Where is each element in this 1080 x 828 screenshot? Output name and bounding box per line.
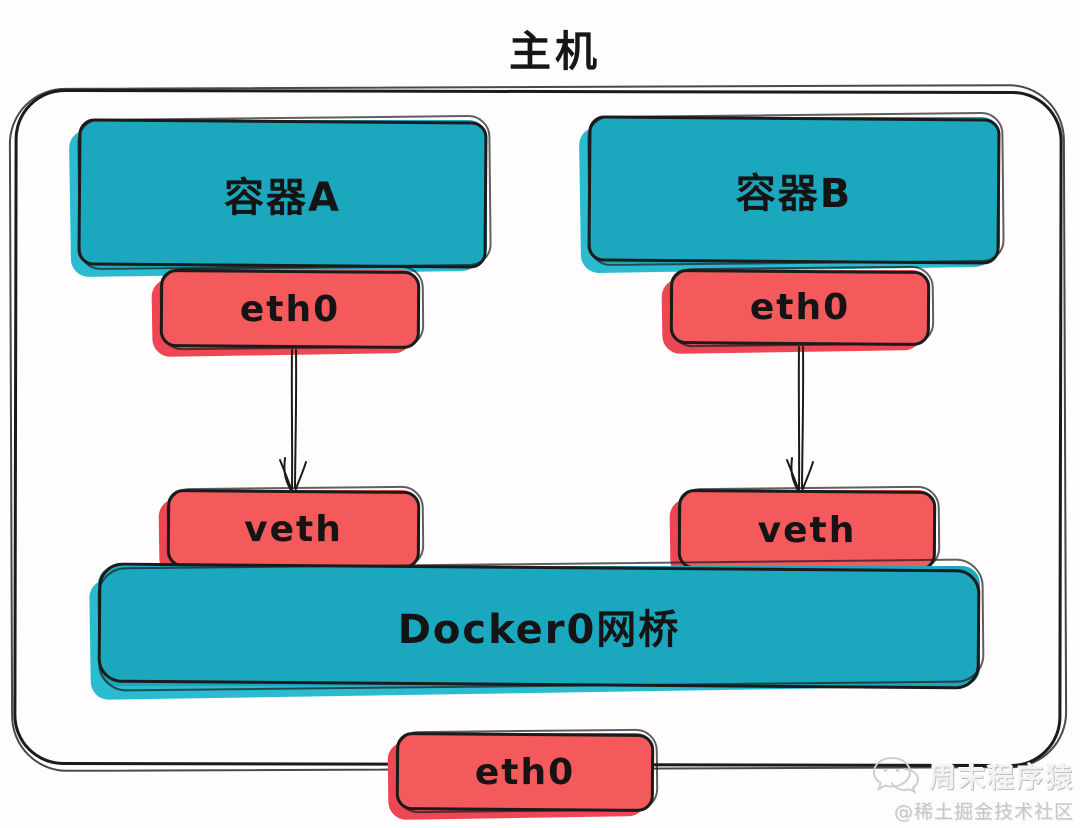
node-veth-a: veth	[158, 485, 425, 577]
node-container-b: 容器B	[578, 111, 1005, 274]
node-eth0-a-label: eth0	[239, 288, 341, 330]
node-host-eth0-label: eth0	[474, 751, 576, 793]
node-container-b-label: 容器B	[735, 171, 853, 217]
node-host-eth0: eth0	[387, 728, 659, 821]
node-container-a-label: 容器A	[224, 174, 341, 221]
arrow-eth0a-to-vetha	[279, 349, 307, 495]
watermark-handle: @稀土掘金技术社区	[893, 801, 1074, 823]
node-veth-b: veth	[669, 485, 941, 580]
wechat-icon	[872, 756, 920, 794]
arrow-eth0b-to-vethb	[786, 346, 814, 495]
diagram-title: 主机	[508, 27, 601, 76]
watermark-name: 周末程序猿	[929, 762, 1074, 794]
watermark: 周末程序猿 @稀土掘金技术社区	[824, 755, 1074, 824]
node-eth0-b: eth0	[661, 265, 935, 355]
node-docker0-bridge-label: Docker0网桥	[397, 607, 681, 653]
node-veth-a-label: veth	[244, 508, 343, 550]
node-container-a: 容器A	[68, 114, 492, 278]
node-veth-b-label: veth	[757, 509, 857, 551]
node-docker0-bridge: Docker0网桥	[89, 558, 985, 700]
node-eth0-a: eth0	[151, 265, 425, 358]
node-eth0-b-label: eth0	[749, 287, 851, 328]
